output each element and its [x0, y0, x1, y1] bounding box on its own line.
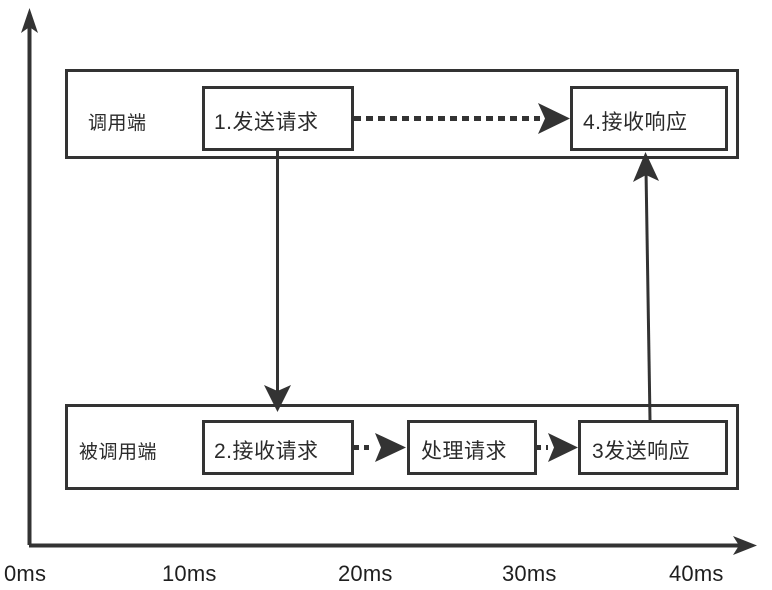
- lane-box-callee: [65, 404, 739, 490]
- tick-label-30ms: 30ms: [502, 561, 557, 586]
- tick-label-0ms: 0ms: [4, 561, 47, 586]
- connection-send-to-receive: [264, 150, 291, 412]
- tick-label-10ms: 10ms: [162, 561, 217, 586]
- node-label-send-response[interactable]: 3发送响应: [592, 440, 691, 463]
- axis-group: [21, 8, 757, 555]
- connection-receive-to-process: [354, 433, 406, 462]
- node-label-receive-response[interactable]: 4.接收响应: [583, 111, 688, 134]
- node-box-process-request[interactable]: [407, 420, 537, 475]
- node-box-receive-request[interactable]: [202, 420, 354, 475]
- lane-label-callee: 被调用端: [79, 442, 158, 463]
- node-box-send-response[interactable]: [578, 420, 728, 475]
- x-axis-arrowhead: [733, 536, 757, 555]
- connection-request-to-response: [354, 103, 570, 134]
- node-label-receive-request[interactable]: 2.接收请求: [214, 440, 319, 463]
- node-label-send-request[interactable]: 1.发送请求: [214, 111, 319, 134]
- lane-label-caller: 调用端: [88, 113, 147, 134]
- node-box-receive-response[interactable]: [570, 86, 728, 151]
- connection-respond-to-receive-response: [633, 152, 659, 421]
- connection-process-to-respond: [537, 433, 578, 462]
- y-axis-arrowhead: [21, 8, 38, 33]
- node-label-process-request[interactable]: 处理请求: [421, 440, 507, 463]
- lane-box-caller: [65, 69, 739, 159]
- tick-label-40ms: 40ms: [669, 561, 724, 586]
- tick-label-20ms: 20ms: [338, 561, 393, 586]
- node-box-send-request[interactable]: [202, 86, 354, 151]
